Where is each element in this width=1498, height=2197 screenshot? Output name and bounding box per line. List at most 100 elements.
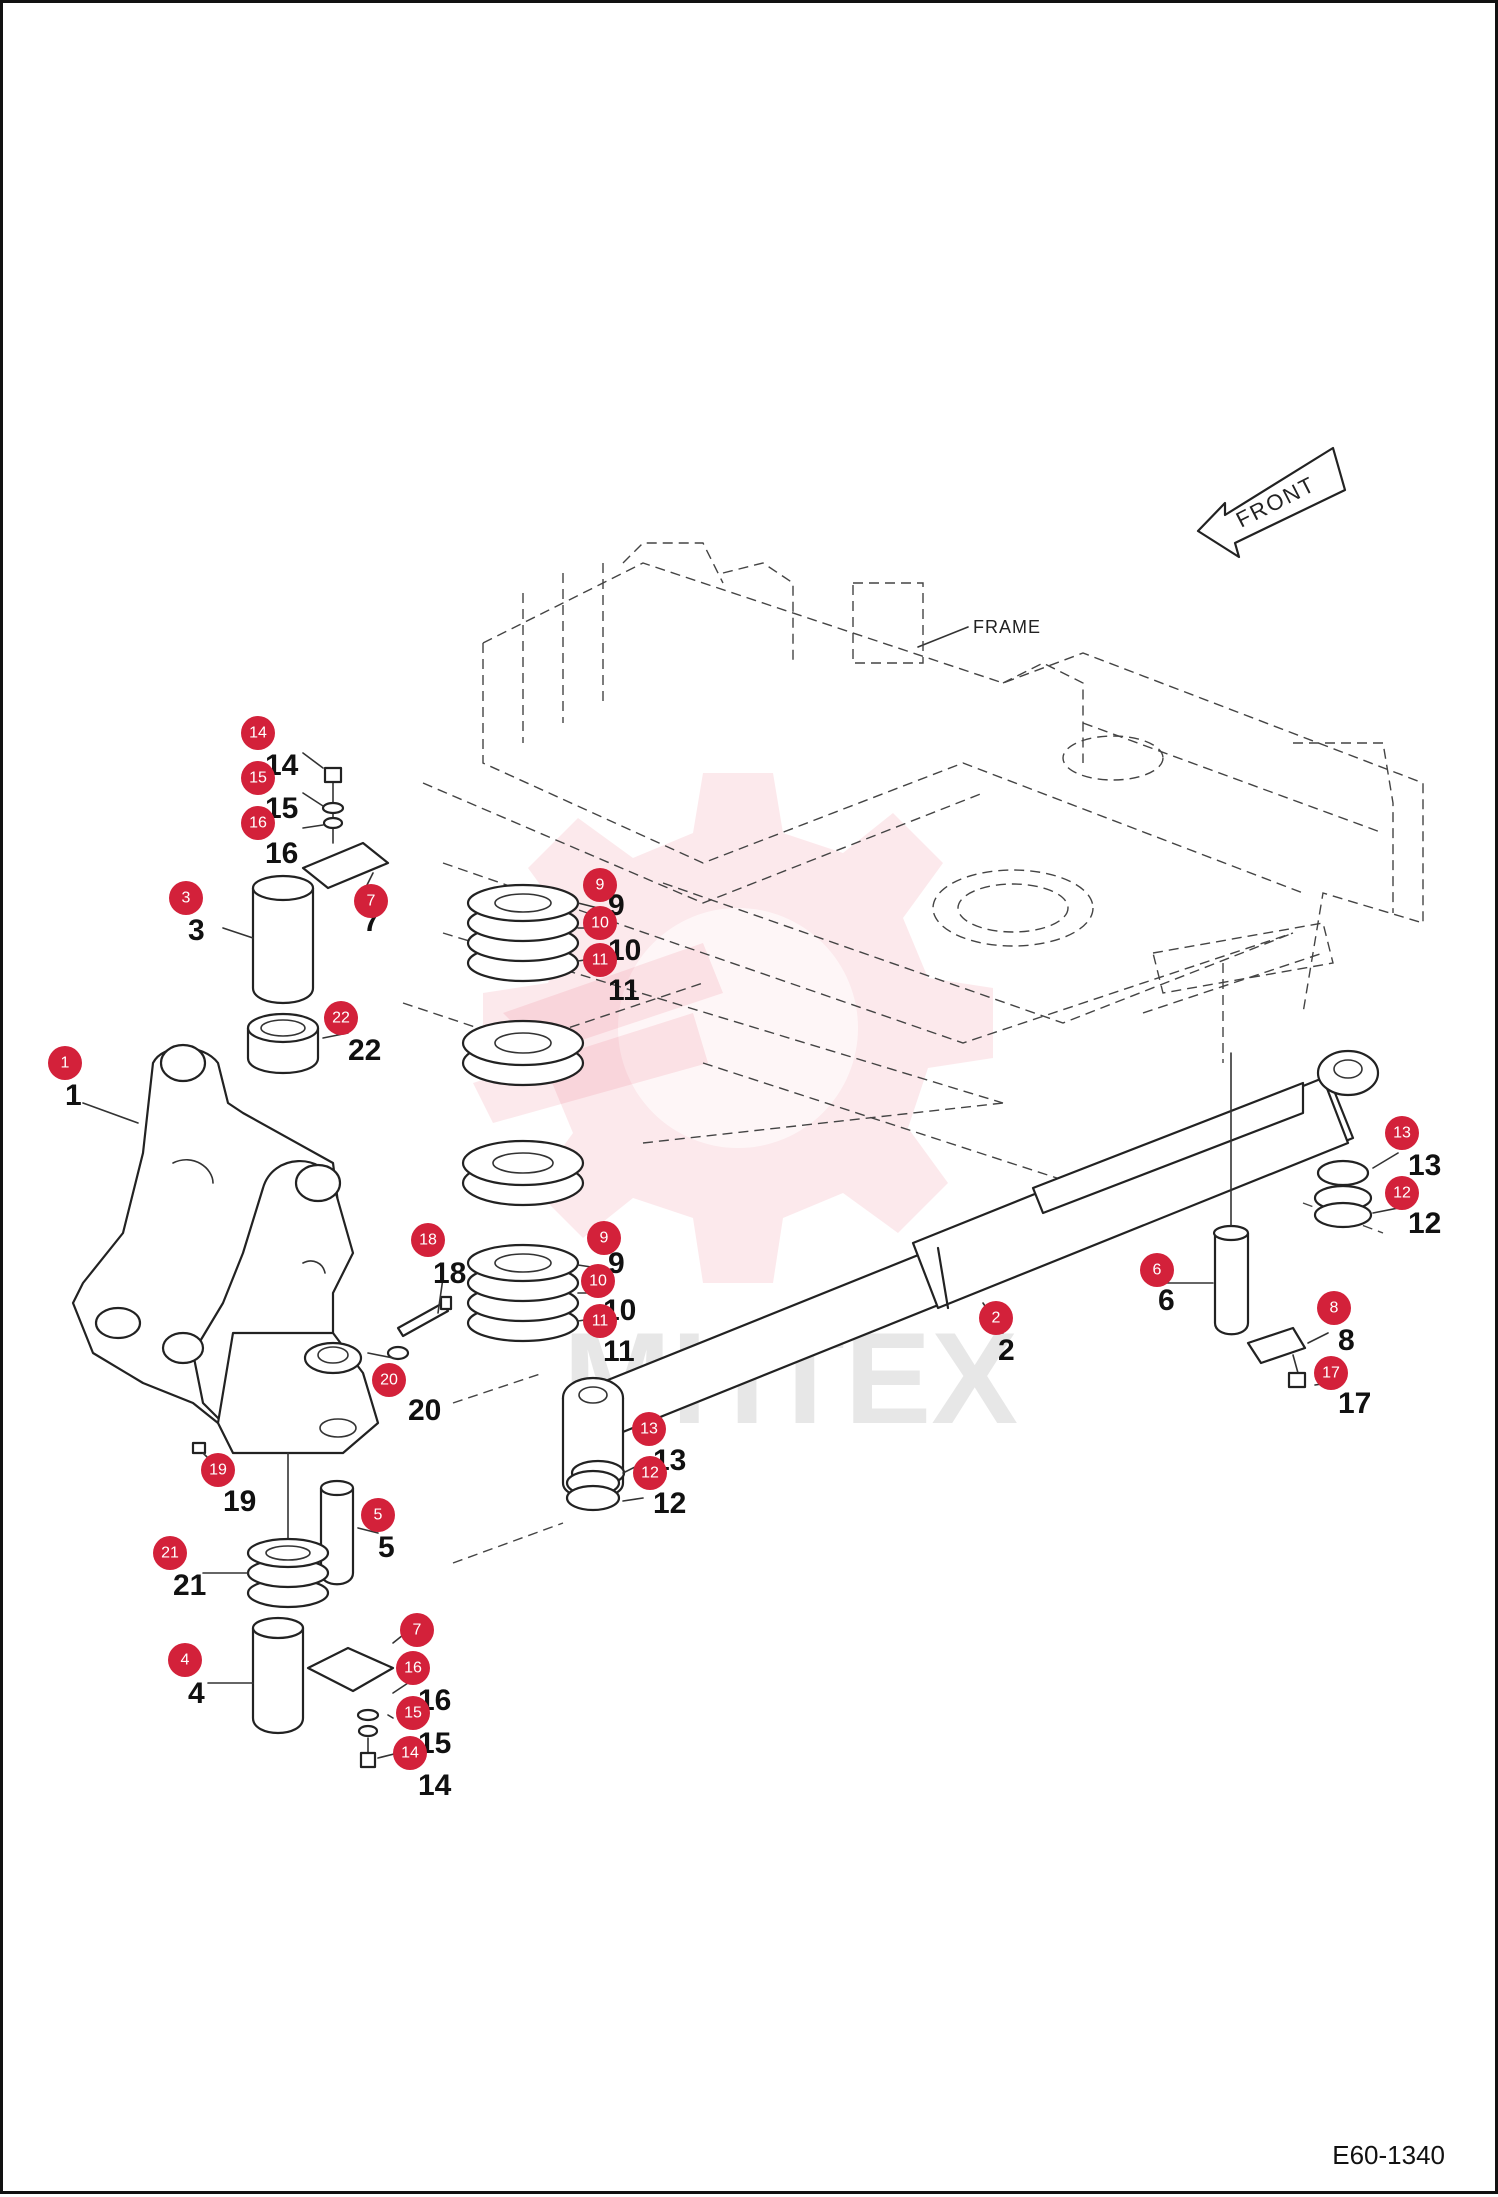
callout-label: 17: [1338, 1387, 1371, 1420]
callout-label: 20: [408, 1394, 441, 1427]
callout-pin-lower: 55: [361, 1498, 395, 1564]
callout-balloon-number: 9: [600, 1230, 609, 1247]
callout-balloon-number: 8: [1330, 1300, 1339, 1317]
callout-label: 13: [1408, 1149, 1441, 1182]
callout-swing-bracket: 11: [48, 1046, 82, 1112]
bottom-fastener-group: [306, 1646, 395, 1769]
callout-balloon-number: 10: [591, 915, 609, 932]
callout-balloon: [396, 1696, 430, 1730]
callout-balloon: [372, 1363, 406, 1397]
callout-balloon-number: 11: [592, 952, 609, 969]
callout-balloon-number: 13: [640, 1421, 658, 1438]
callout-swing-cylinder: 22: [979, 1301, 1015, 1367]
callout-balloon-number: 20: [380, 1372, 398, 1389]
callout-balloon: [400, 1613, 434, 1647]
callout-balloon: [633, 1456, 667, 1490]
callout-label: 1: [65, 1079, 82, 1112]
callout-balloon: [979, 1301, 1013, 1335]
callout-balloon-number: 7: [367, 893, 376, 910]
callout-balloon: [1385, 1176, 1419, 1210]
callout-balloon: [411, 1223, 445, 1257]
callout-label: 5: [378, 1531, 395, 1564]
callout-label: 6: [1158, 1284, 1175, 1317]
callout-balloon: [583, 1304, 617, 1338]
callout-balloon: [1140, 1253, 1174, 1287]
callout-label: 21: [173, 1569, 206, 1602]
callout-plate-cylinder: 88: [1317, 1291, 1355, 1357]
right-bushing-seal: [1313, 1159, 1373, 1229]
callout-balloon: [587, 1221, 621, 1255]
callout-pin-top: 33: [169, 881, 205, 947]
callout-label: 22: [348, 1034, 381, 1067]
callout-balloon: [361, 1498, 395, 1532]
callout-label: 2: [998, 1334, 1015, 1367]
callout-label: 12: [1408, 1207, 1441, 1240]
top-pin-group: [246, 874, 320, 1074]
callout-pin-cylinder: 66: [1140, 1253, 1175, 1317]
lower-bushing: [246, 1537, 330, 1609]
callout-balloon-number: 2: [992, 1310, 1001, 1327]
callout-label: 11: [603, 1335, 635, 1368]
nipple-19: [191, 1441, 207, 1455]
callout-balloon: [632, 1412, 666, 1446]
callout-balloon: [241, 716, 275, 750]
callout-balloon: [48, 1046, 82, 1080]
callout-balloon-number: 16: [404, 1660, 422, 1677]
callout-balloon-number: 4: [181, 1652, 190, 1669]
callout-label: 3: [188, 914, 205, 947]
grease-fitting: [396, 1295, 453, 1338]
callout-balloon-number: 18: [419, 1232, 437, 1249]
callout-balloon: [581, 1264, 615, 1298]
callouts-layer: 1414151516163377222211991010111113131212…: [48, 716, 1441, 1802]
callout-balloon: [241, 761, 275, 795]
callout-plate-top: 77: [354, 884, 388, 938]
callout-balloon-number: 12: [1393, 1185, 1411, 1202]
callout-label: 18: [433, 1257, 466, 1290]
callout-balloon-number: 17: [1322, 1365, 1340, 1382]
lower-pin: [319, 1479, 355, 1586]
callout-label: 16: [265, 837, 298, 870]
callout-balloon: [324, 1001, 358, 1035]
callout-balloon: [1317, 1291, 1351, 1325]
upper-shim-stack: [466, 883, 580, 983]
callout-balloon: [583, 906, 617, 940]
swing-cylinder: [561, 1049, 1380, 1500]
callout-balloon-number: 15: [404, 1705, 422, 1722]
sheet-code: E60-1340: [1332, 2140, 1445, 2170]
callout-balloon: [153, 1536, 187, 1570]
callout-balloon-number: 5: [374, 1507, 383, 1524]
callout-balloon: [241, 806, 275, 840]
callout-balloon: [1314, 1356, 1348, 1390]
callout-balloon-number: 21: [161, 1545, 179, 1562]
top-fastener-group: [301, 766, 390, 890]
callout-label: 14: [418, 1769, 452, 1802]
exploded-parts-diagram: MHTEX FRONT FRAME: [48, 446, 1441, 1802]
callout-label: 19: [223, 1485, 256, 1518]
callout-balloon-number: 1: [61, 1055, 70, 1072]
swing-bracket: [71, 1043, 380, 1455]
front-direction-arrow: FRONT: [1196, 446, 1347, 559]
mid-ring-stack: [461, 1019, 585, 1207]
callout-balloon-number: 22: [332, 1010, 350, 1027]
callout-balloon-number: 9: [596, 877, 605, 894]
left-bushing-seal: [565, 1459, 626, 1512]
cylinder-pin-group: [1212, 1052, 1307, 1389]
callout-label: 11: [608, 974, 640, 1007]
callout-label: 8: [1338, 1324, 1355, 1357]
callout-balloon-number: 10: [589, 1273, 607, 1290]
callout-pin-bottom: 44: [168, 1643, 205, 1710]
callout-balloon: [396, 1651, 430, 1685]
lower-shim-stack: [466, 1243, 580, 1343]
callout-balloon: [201, 1453, 235, 1487]
